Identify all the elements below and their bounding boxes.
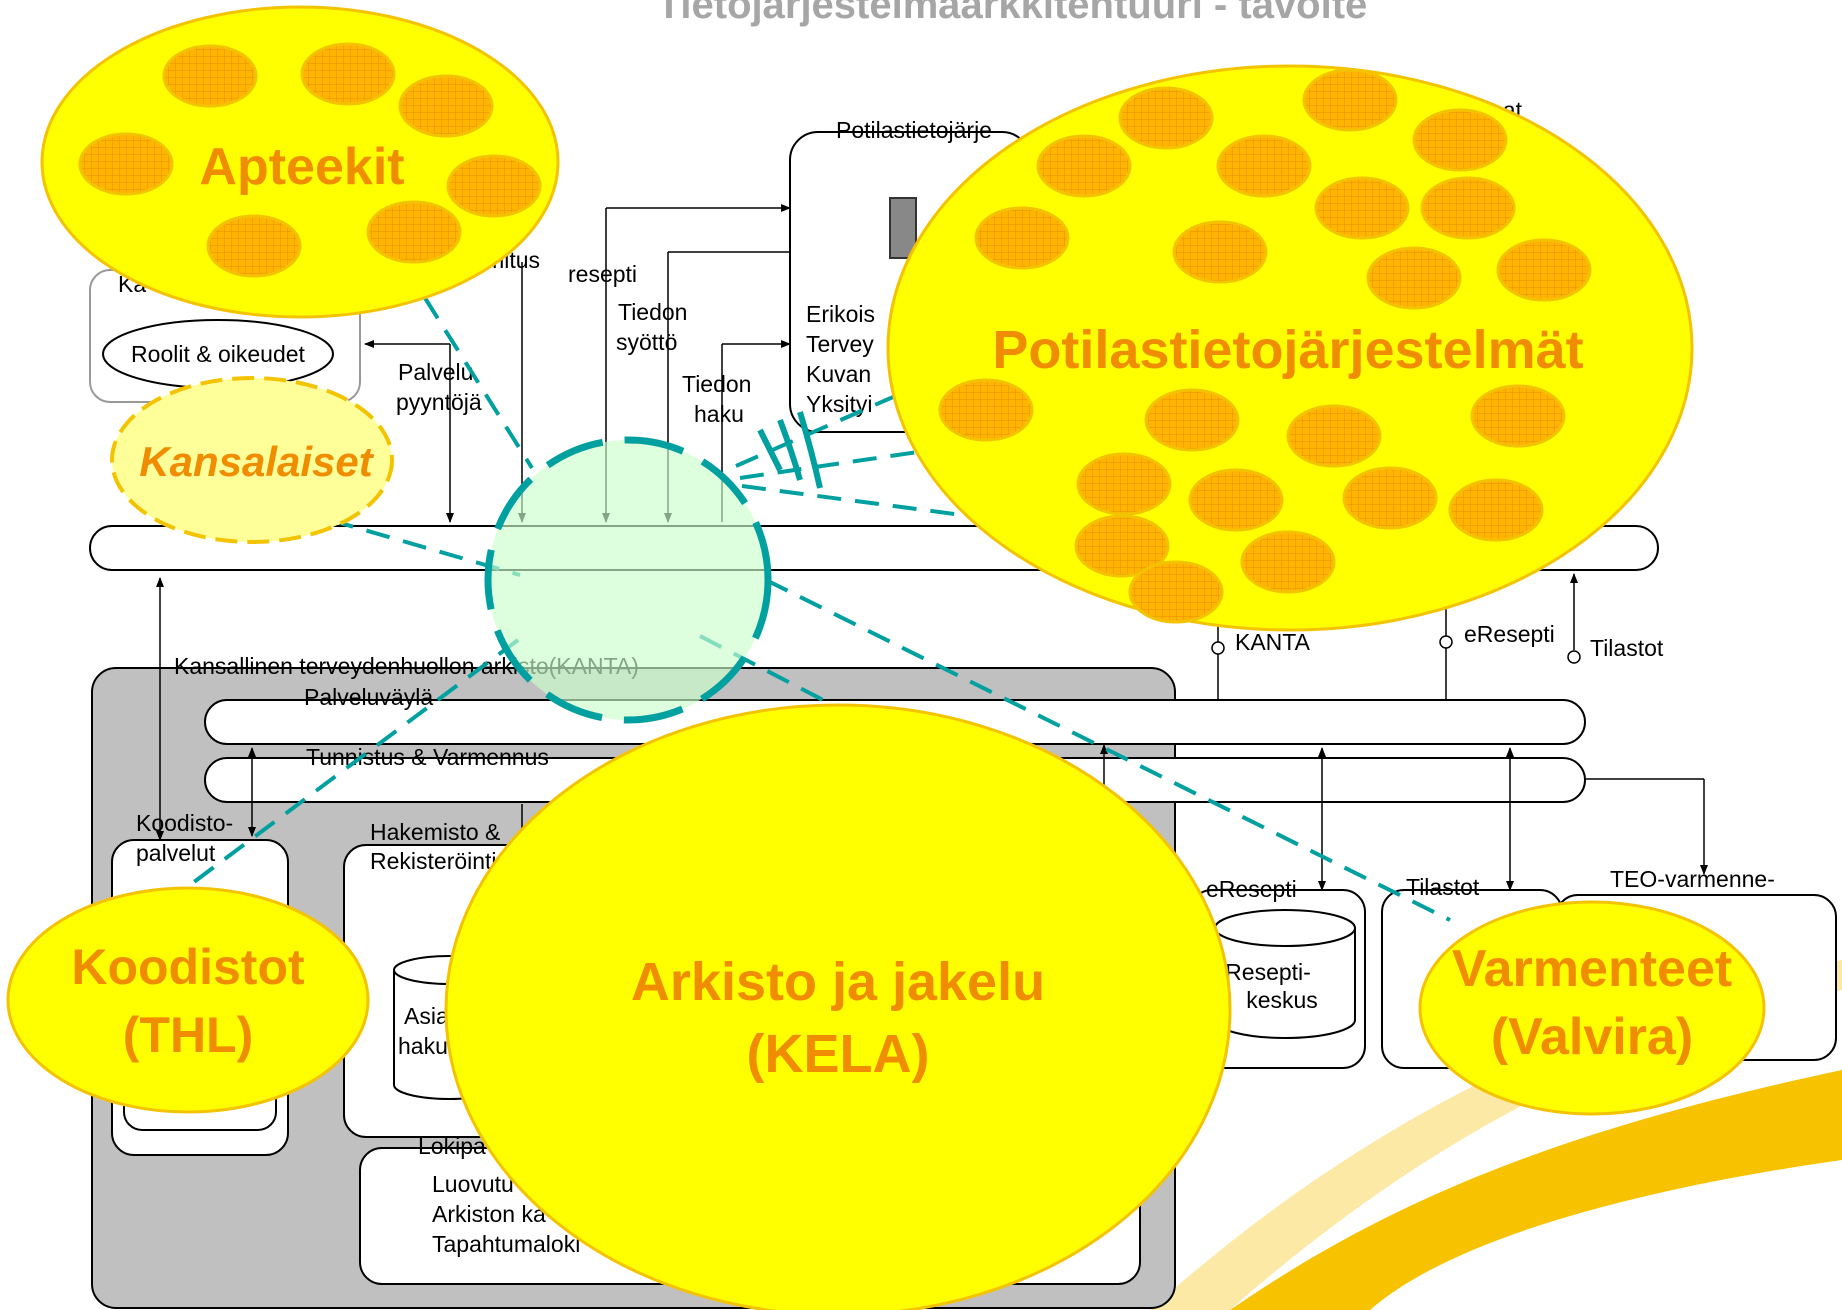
lokipa-label: Lokipa	[418, 1133, 486, 1159]
apteekit-label: Apteekit	[199, 138, 404, 196]
asia-label-2: haku	[398, 1033, 448, 1059]
eresepti-box-label: eResepti	[1206, 876, 1297, 902]
arkiston-label: Arkiston ka	[432, 1201, 546, 1227]
tilastot-top-label: Tilastot	[1590, 635, 1664, 661]
potilastietojarjestelmat-cells	[938, 68, 1592, 624]
koodistot-label-2: (THL)	[123, 1007, 254, 1063]
kansalaiset-label: Kansalaiset	[139, 438, 374, 485]
arkisto-ja-jakelu-bubble	[444, 703, 1232, 1310]
tervey-label: Tervey	[806, 331, 874, 357]
palveluvayla-label: Palveluväylä	[304, 684, 433, 710]
decor-swoosh-light	[1150, 960, 1842, 1310]
tiedon-haku-label-2: haku	[694, 401, 744, 427]
reseptikeskus-label-2: keskus	[1246, 987, 1318, 1013]
koodistot-bubble	[6, 886, 370, 1114]
hakemisto-label-2: Rekisteröinti	[370, 848, 497, 874]
tiedon-haku-label-1: Tiedon	[682, 371, 751, 397]
tiedon-syotto-label-1: Tiedon	[618, 299, 687, 325]
server-icon	[889, 197, 917, 259]
arkisto-label-2: (KELA)	[747, 1024, 930, 1084]
teo-label: TEO-varmenne-	[1610, 866, 1775, 892]
tapahtumaloki-label: Tapahtumaloki	[432, 1231, 580, 1257]
integration-hub-circle	[484, 436, 772, 724]
apteekit-cells	[78, 42, 542, 278]
hakemisto-label-1: Hakemisto &	[370, 819, 500, 845]
yksityi-label: Yksityi	[806, 391, 872, 417]
tilastot-box-label: Tilastot	[1406, 874, 1480, 900]
reseptikeskus-label-1: Resepti-	[1225, 959, 1311, 985]
potilastietojarj-label: Potilastietojärje	[836, 117, 992, 143]
erikois-label: Erikois	[806, 301, 875, 327]
koodistot-label-1: Koodistot	[71, 939, 305, 995]
decor-swoosh	[1230, 1070, 1842, 1310]
arkisto-label-1: Arkisto ja jakelu	[631, 952, 1045, 1012]
interface-lollipops	[1211, 635, 1581, 664]
koodisto-label-1: Koodisto-	[136, 810, 233, 836]
varmenteet-bubble	[1418, 900, 1766, 1116]
palvelupyyntoja-label-2: pyyntöjä	[396, 389, 482, 415]
kansalaiset-bubble	[110, 376, 394, 544]
roolit-label: Roolit & oikeudet	[131, 341, 305, 367]
kanta-top-label: KANTA	[1235, 629, 1311, 655]
resepti-label: resepti	[568, 261, 637, 287]
fan-lines	[757, 411, 823, 489]
potilastietojarjestelmat-label: Potilastietojärjestelmät	[992, 320, 1583, 380]
eresepti-top-label: eResepti	[1464, 621, 1555, 647]
koodisto-label-2: palvelut	[136, 840, 216, 866]
tiedon-syotto-label-2: syöttö	[616, 329, 677, 355]
varmenteet-label-1: Varmenteet	[1452, 940, 1732, 998]
luovutu-label: Luovutu	[432, 1171, 514, 1197]
asia-label-1: Asia	[404, 1003, 449, 1029]
varmenteet-label-2: (Valvira)	[1491, 1008, 1693, 1066]
reseptikeskus-database-top	[1214, 909, 1356, 947]
kuvan-label: Kuvan	[806, 361, 871, 387]
page-title: Tietojärjestelmäarkkitehtuuri - tavoite	[657, 0, 1368, 27]
tunnistus-label: Tunnistus & Varmennus	[306, 744, 549, 770]
palvelupyyntoja-label-1: Palvelu	[398, 359, 473, 385]
